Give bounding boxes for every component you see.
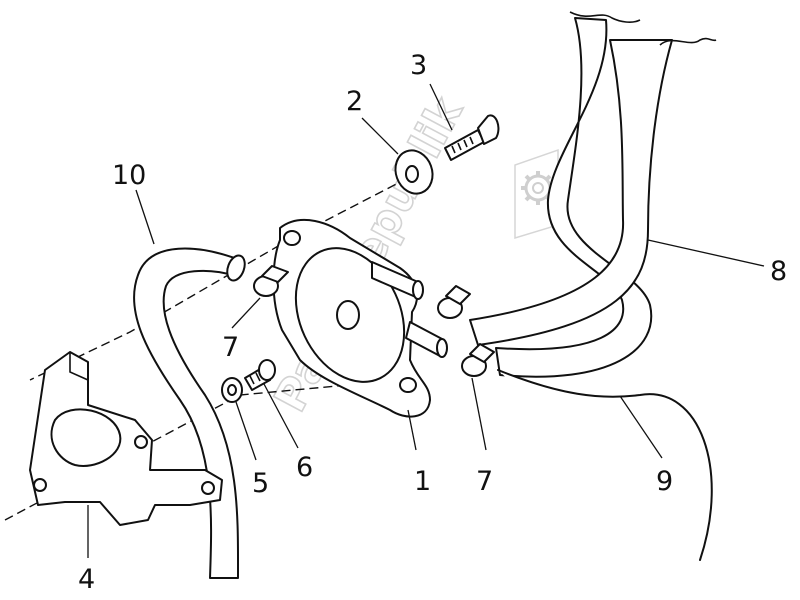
- callout-10: 10: [112, 160, 146, 191]
- filter-1-nipple-upper-end: [412, 280, 424, 300]
- callout-7a: 7: [222, 332, 239, 363]
- hose-8-cut-left: [569, 11, 641, 23]
- washer-5-inner: [227, 384, 237, 396]
- dash-line-upper: [291, 177, 409, 239]
- callout-9: 9: [656, 466, 673, 497]
- filter-1-nipple-lower-end: [436, 338, 448, 358]
- leader-6: [263, 383, 299, 449]
- leader-3: [429, 83, 453, 131]
- filter-1-hole-top: [283, 230, 301, 246]
- hose-8: [469, 11, 717, 378]
- clamp-7-left-tab: [261, 265, 289, 283]
- screw-3-head: [477, 114, 500, 145]
- screw-3: [444, 114, 500, 161]
- callout-7b: 7: [476, 466, 493, 497]
- screw-6: [244, 359, 276, 391]
- leader-7a: [231, 297, 261, 329]
- leader-2: [361, 117, 399, 155]
- washer-5: [221, 377, 243, 403]
- filter-1-hole-bottom: [399, 377, 417, 393]
- callout-3: 3: [410, 50, 427, 81]
- screw-6-thread-lines: [249, 372, 261, 385]
- hose-10: [133, 247, 246, 579]
- bracket-4-slot: [50, 408, 122, 467]
- bracket-4: [29, 351, 223, 526]
- leader-1: [407, 409, 417, 451]
- clamp-7-right: [461, 343, 495, 377]
- leader-9: [619, 395, 663, 459]
- bracket-4-plate: [29, 351, 223, 526]
- bracket-4-tab: [69, 352, 89, 381]
- clamp-7-middle-tab: [445, 285, 471, 305]
- hose-8-cut-right: [659, 37, 717, 46]
- bracket-4-hole-3: [201, 481, 215, 495]
- callout-4: 4: [78, 564, 95, 595]
- callout-2: 2: [346, 86, 363, 117]
- hose-9: [497, 369, 713, 561]
- hose-10-body: [133, 247, 241, 579]
- bracket-4-hole-2: [33, 478, 47, 492]
- filter-1-center: [336, 300, 360, 330]
- leader-10: [135, 189, 155, 245]
- clamp-7-middle: [437, 285, 471, 319]
- hose-10-end: [226, 254, 246, 282]
- watermark-shield-icon: [514, 148, 559, 240]
- callout-8: 8: [770, 256, 787, 287]
- bracket-4-hole-1: [134, 435, 148, 449]
- screw-6-head: [258, 359, 276, 381]
- callout-5: 5: [252, 468, 269, 499]
- hose-8-body: [495, 17, 653, 378]
- callout-6: 6: [296, 452, 313, 483]
- clamp-7-right-tab: [469, 343, 495, 363]
- filter-1: [272, 219, 448, 418]
- leader-5: [235, 401, 257, 461]
- callouts: 1 2 3 4 5 6 7 7 8 9 10: [78, 50, 787, 595]
- leader-7b: [471, 377, 487, 451]
- washer-2: [394, 149, 434, 195]
- washer-2-inner: [405, 165, 419, 183]
- screw-3-thread-lines: [451, 136, 474, 154]
- leader-lines: [87, 83, 765, 558]
- leader-8: [647, 239, 765, 267]
- clamp-7-left: [253, 265, 289, 297]
- callout-1: 1: [414, 466, 431, 497]
- hose-9-curve: [497, 369, 713, 561]
